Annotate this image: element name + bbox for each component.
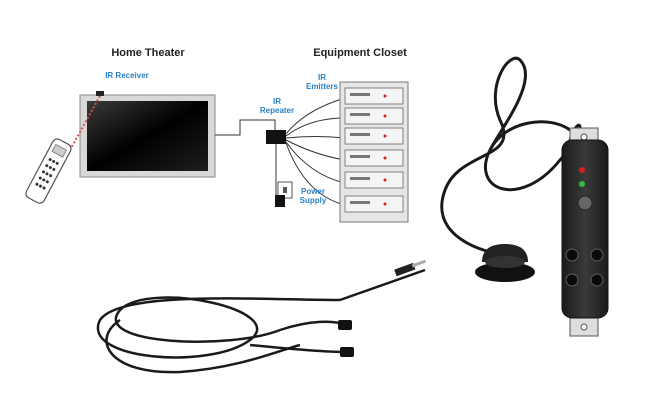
green-led-icon — [579, 181, 585, 187]
receiver-cable-coil — [440, 56, 582, 257]
ir-repeater-label-line2: Repeater — [260, 106, 294, 115]
ir-receiver-product-photo — [440, 56, 609, 337]
tv-cable — [215, 119, 276, 136]
equipment-closet-title: Equipment Closet — [313, 47, 407, 59]
equipment-closet-section: Equipment Closet IR Repeater IR Emitters — [260, 47, 409, 223]
ir-emitters-label-line2: Emitters — [306, 82, 339, 91]
ir-sensor-head-icon — [475, 244, 535, 282]
ir-receiver-eye-icon — [96, 91, 104, 96]
ir-emitter-cables-photo — [96, 268, 426, 374]
mini-plug-cable — [339, 268, 426, 302]
home-theater-section: Home Theater IR Receiver — [25, 47, 276, 204]
tv-screen — [79, 94, 216, 178]
power-supply-label-line2: Supply — [300, 196, 327, 205]
ir-receiver-label: IR Receiver — [105, 71, 149, 80]
emitter-bulb-1-icon — [338, 320, 352, 330]
equipment-rack — [339, 81, 409, 223]
power-adapter-icon — [275, 195, 285, 207]
remote-control-icon — [25, 138, 72, 204]
power-supply-label-line1: Power — [301, 187, 325, 196]
ir-repeater-box-icon — [266, 130, 286, 144]
home-theater-title: Home Theater — [111, 47, 185, 59]
ir-eye-icon — [577, 195, 593, 211]
red-led-icon — [579, 167, 585, 173]
emitter-jacks — [565, 248, 604, 287]
ir-emitters-label-line1: IR — [318, 73, 326, 82]
rack-devices — [344, 87, 404, 213]
ir-repeater-label-line1: IR — [273, 97, 281, 106]
receiver-hub — [561, 127, 609, 337]
emitter-bulb-2-icon — [340, 347, 354, 357]
mini-plug-icon — [394, 259, 426, 277]
